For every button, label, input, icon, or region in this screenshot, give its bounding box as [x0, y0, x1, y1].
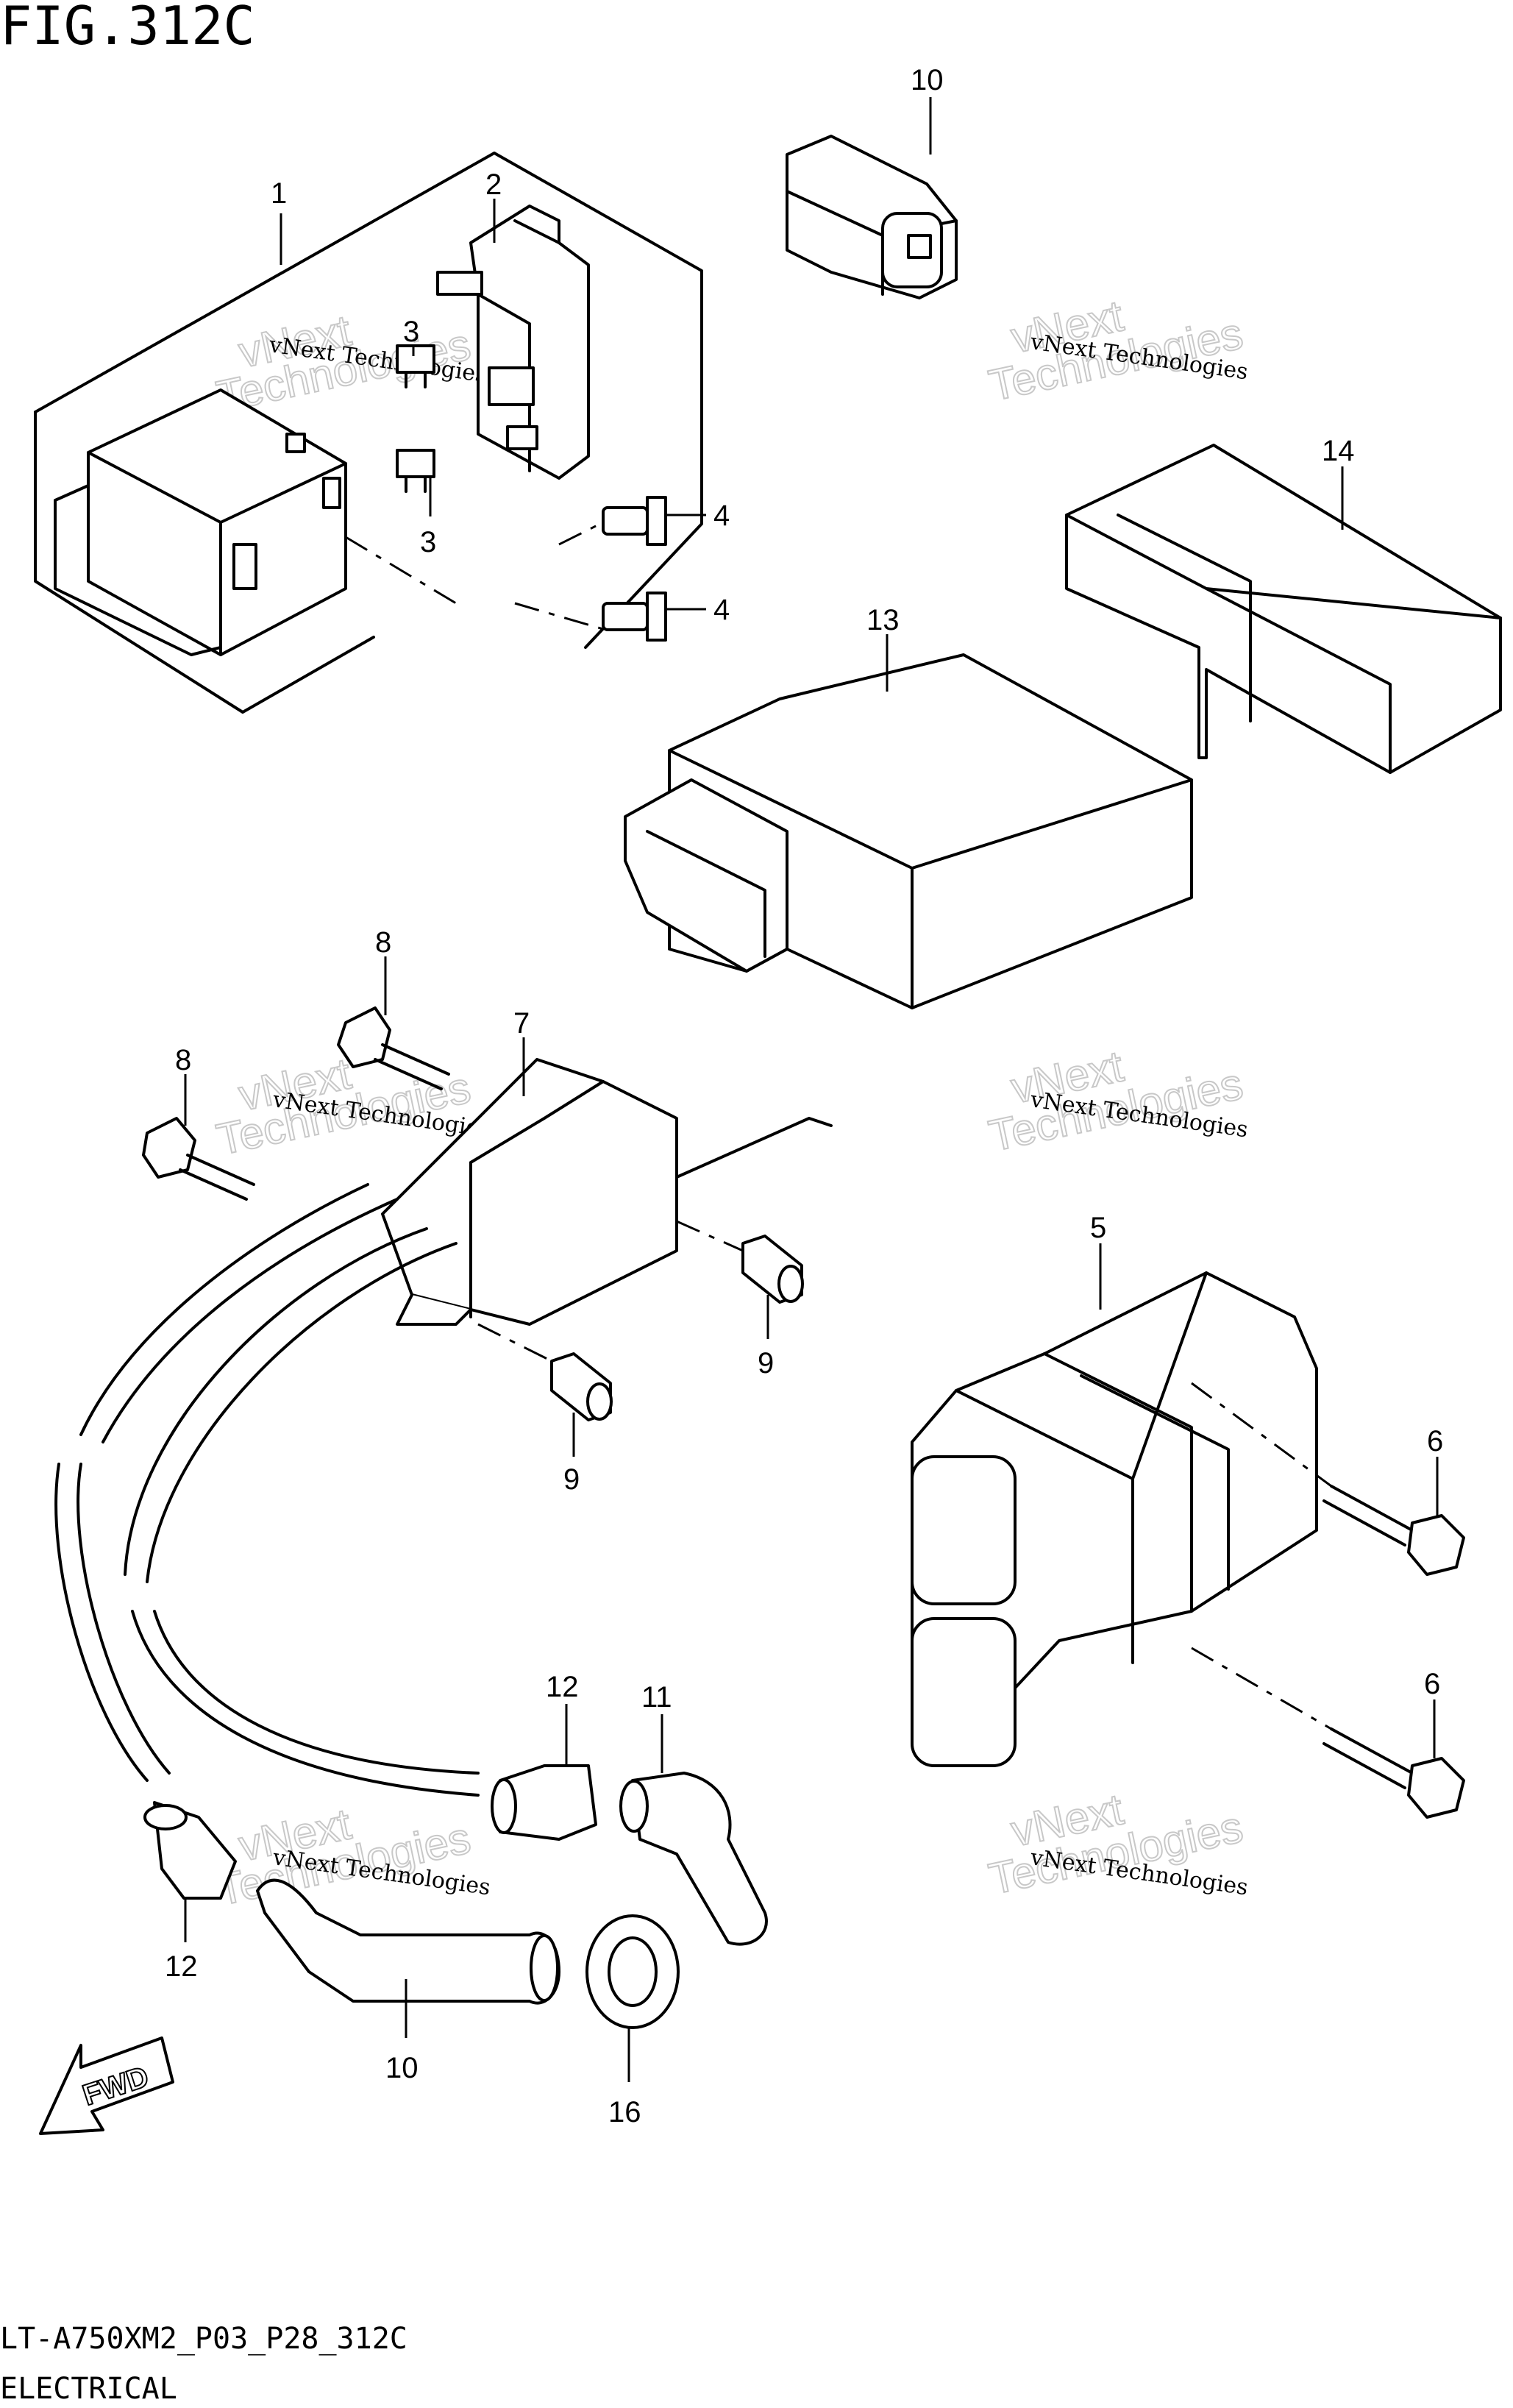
callout-4: 4: [713, 500, 730, 532]
figure-code: LT-A750XM2_P03_P28_312C: [0, 2322, 407, 2356]
watermark-4: vNext Technologies vNext Technologies: [984, 1040, 1250, 1161]
part-16-grommet: [585, 1914, 680, 2029]
figure-title: FIG.312C: [0, 0, 255, 57]
centerline: [1191, 1647, 1332, 1730]
watermark-5: vNext Technologies vNext Technologies: [212, 1798, 492, 1915]
callout-9: 9: [563, 1463, 580, 1496]
part-15-connector: [786, 135, 958, 299]
callout-4: 4: [713, 594, 730, 626]
fwd-arrow-icon: FWD: [39, 2036, 174, 2135]
centerline: [477, 1323, 552, 1363]
callout-8: 8: [375, 926, 391, 959]
callout-7: 7: [513, 1007, 530, 1040]
callout-9: 9: [758, 1347, 774, 1379]
watermark-1: vNext Technologies vNext Technologies: [212, 305, 488, 422]
callout-5: 5: [1090, 1212, 1106, 1244]
figure-section: ELECTRICAL: [0, 2372, 177, 2406]
part-8-bolt-upper: [337, 1006, 450, 1090]
callout-3: 3: [420, 526, 436, 558]
watermark-2: vNext Technologies vNext Technologies: [984, 290, 1250, 411]
part-9-collar-lower: [550, 1352, 613, 1421]
centerline: [345, 536, 457, 605]
part-2-cover: [436, 205, 590, 480]
part-10-plug-cap: [256, 1878, 560, 2005]
part-12-cap-right: [491, 1764, 597, 1841]
part-8-bolt-lower: [142, 1117, 255, 1201]
part-7-ignition-coil: [381, 1058, 833, 1326]
part-13-ecu: [624, 653, 1193, 1009]
part-6-bolt-lower: [1322, 1727, 1465, 1819]
callout-10: 10: [385, 2052, 419, 2084]
callout-3: 3: [403, 316, 419, 348]
part-1-relay: [54, 388, 347, 656]
callout-2: 2: [485, 168, 502, 201]
callout-16: 16: [608, 2096, 641, 2128]
part-11-plug-cap: [619, 1772, 768, 1946]
part-6-bolt-upper: [1322, 1485, 1465, 1576]
callouts: 1 2 3 3 4 4 10 14 13 8 8 7 9 9 5 6 6: [165, 64, 1443, 2128]
centerline: [676, 1220, 744, 1252]
part-9-collar-upper: [741, 1235, 804, 1304]
callout-14: 14: [1322, 435, 1355, 467]
part-3-fuse-upper: [396, 344, 435, 388]
part-4-screw-upper: [602, 496, 667, 546]
part-7-leads: [54, 1183, 480, 1797]
watermark-6: vNext Technologies vNext Technologies: [984, 1783, 1250, 1904]
callout-12: 12: [546, 1671, 579, 1703]
centerline: [1191, 1382, 1332, 1488]
part-3-fuse-lower: [396, 449, 435, 493]
part-14-holder: [1065, 444, 1502, 774]
callout-1: 1: [271, 177, 287, 210]
callout-15: 10: [911, 64, 944, 96]
part-1-frame: [34, 152, 703, 714]
callout-11: 11: [641, 1681, 672, 1713]
callout-13: 13: [866, 604, 900, 636]
part-4-screw-lower: [602, 592, 667, 642]
callout-12: 12: [165, 1950, 198, 1983]
callout-6: 6: [1424, 1668, 1440, 1700]
centerline: [514, 602, 611, 633]
part-12-cap-left: [143, 1801, 237, 1900]
callout-8: 8: [175, 1044, 191, 1076]
part-5-regulator: [911, 1271, 1318, 1767]
callout-6: 6: [1427, 1425, 1443, 1457]
